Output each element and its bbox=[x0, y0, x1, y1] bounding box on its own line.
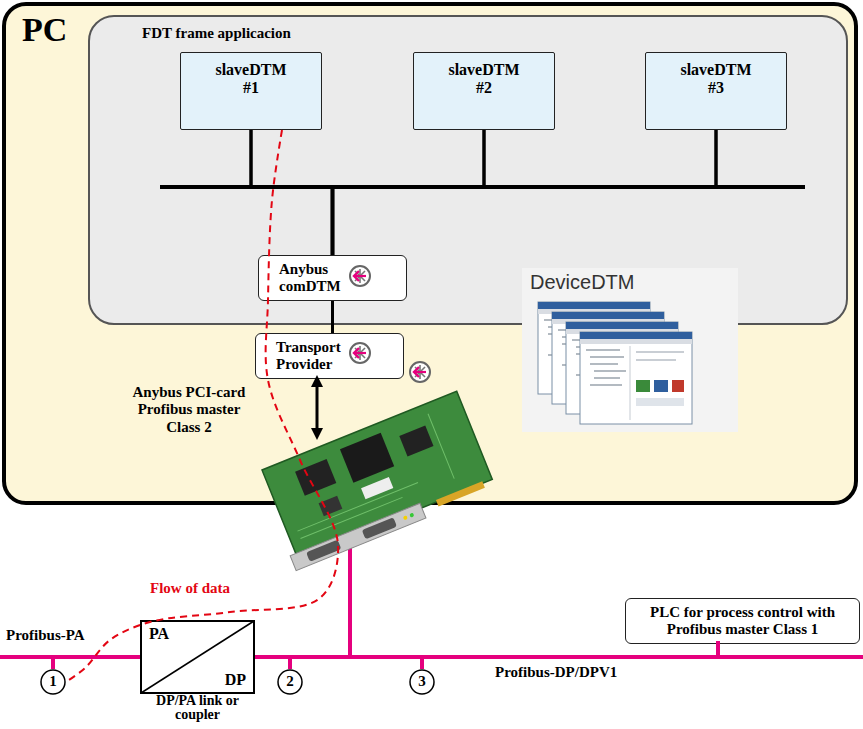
device-circle: 1 bbox=[40, 669, 66, 695]
pci-card-picture bbox=[319, 496, 343, 516]
double-arrow bbox=[316, 384, 319, 430]
devicedtm-screenshots bbox=[522, 268, 738, 432]
transport-box: Transport Provider bbox=[255, 333, 404, 379]
box-text: DP bbox=[225, 671, 246, 689]
anybus-logo bbox=[350, 266, 370, 286]
plc-box: PLC for process control with Profibus ma… bbox=[625, 598, 860, 644]
comdtm-box: Anybus comDTM bbox=[258, 255, 407, 301]
pci-card-picture bbox=[436, 481, 485, 506]
device-bus-stub bbox=[420, 657, 424, 669]
card-label: Anybus PCI-card Profibus master Class 2 bbox=[124, 384, 254, 436]
profibus-dp-line bbox=[255, 655, 863, 659]
box-text: Anybus comDTM bbox=[279, 261, 361, 296]
circle-outline bbox=[410, 670, 434, 694]
circle-outline bbox=[278, 670, 302, 694]
profibus-pa-line bbox=[0, 655, 140, 659]
device-circle: 2 bbox=[277, 669, 303, 695]
pci-card-picture bbox=[403, 515, 408, 520]
bus-label: Profibus-DP/DPV1 bbox=[495, 664, 617, 681]
connector-label: Flow of data bbox=[150, 580, 230, 597]
picture-title: DeviceDTM bbox=[530, 271, 634, 294]
dtm-connector bbox=[333, 130, 717, 255]
screenshot-icon bbox=[636, 380, 650, 392]
dtm-box: slaveDTM #3 bbox=[645, 52, 787, 130]
anybus-logo bbox=[350, 343, 370, 363]
pci-card-picture bbox=[290, 503, 426, 570]
dtm-connector bbox=[333, 130, 485, 255]
bus-label: Profibus-PA bbox=[6, 627, 85, 644]
pci-card-picture bbox=[306, 540, 341, 562]
plc-bus-stub bbox=[716, 641, 720, 657]
callout-number: 2 bbox=[286, 673, 294, 690]
box-text: DP/PA link or coupler bbox=[140, 694, 255, 722]
box-text: slaveDTM #3 bbox=[676, 61, 756, 98]
box-heading: PC bbox=[22, 10, 67, 49]
anybus-logo bbox=[410, 362, 430, 382]
flow-of-data-line bbox=[66, 130, 338, 682]
screenshot-icon bbox=[636, 398, 684, 406]
box-text: PLC for process control with Profibus ma… bbox=[634, 604, 852, 639]
box-heading: FDT frame applicacion bbox=[142, 25, 291, 42]
screenshot-ground bbox=[522, 268, 738, 432]
dtm-connector bbox=[331, 301, 334, 333]
pci-card-picture bbox=[399, 426, 433, 457]
callout-number: 3 bbox=[418, 673, 426, 690]
pci-card-picture bbox=[362, 517, 397, 539]
pci-card-picture bbox=[262, 391, 492, 558]
pci-card-picture bbox=[256, 391, 496, 570]
dtm-connector bbox=[251, 130, 333, 255]
box-text: slaveDTM #2 bbox=[444, 61, 524, 98]
devicedtm-screenshots bbox=[580, 332, 692, 424]
pci-card-picture bbox=[409, 513, 414, 518]
circle-outline bbox=[41, 670, 65, 694]
double-arrow bbox=[311, 375, 323, 440]
device-circle: 3 bbox=[409, 669, 435, 695]
box-text: slaveDTM #1 bbox=[211, 61, 291, 98]
double-arrow bbox=[311, 428, 323, 440]
box-text: Transport Provider bbox=[276, 339, 358, 374]
device-bus-stub bbox=[288, 657, 292, 669]
double-arrow bbox=[311, 375, 323, 387]
pci-card-picture bbox=[361, 477, 393, 499]
screenshot-icon bbox=[672, 380, 684, 392]
screenshot-icon bbox=[654, 380, 668, 392]
dtm-box: slaveDTM #2 bbox=[413, 52, 555, 130]
callout-number: 1 bbox=[49, 673, 57, 690]
box-text: PA bbox=[149, 625, 169, 643]
device-bus-stub bbox=[51, 657, 55, 669]
coupler-diagonal bbox=[141, 621, 254, 693]
pci-card-picture bbox=[340, 433, 394, 483]
dtm-box: slaveDTM #1 bbox=[180, 52, 322, 130]
